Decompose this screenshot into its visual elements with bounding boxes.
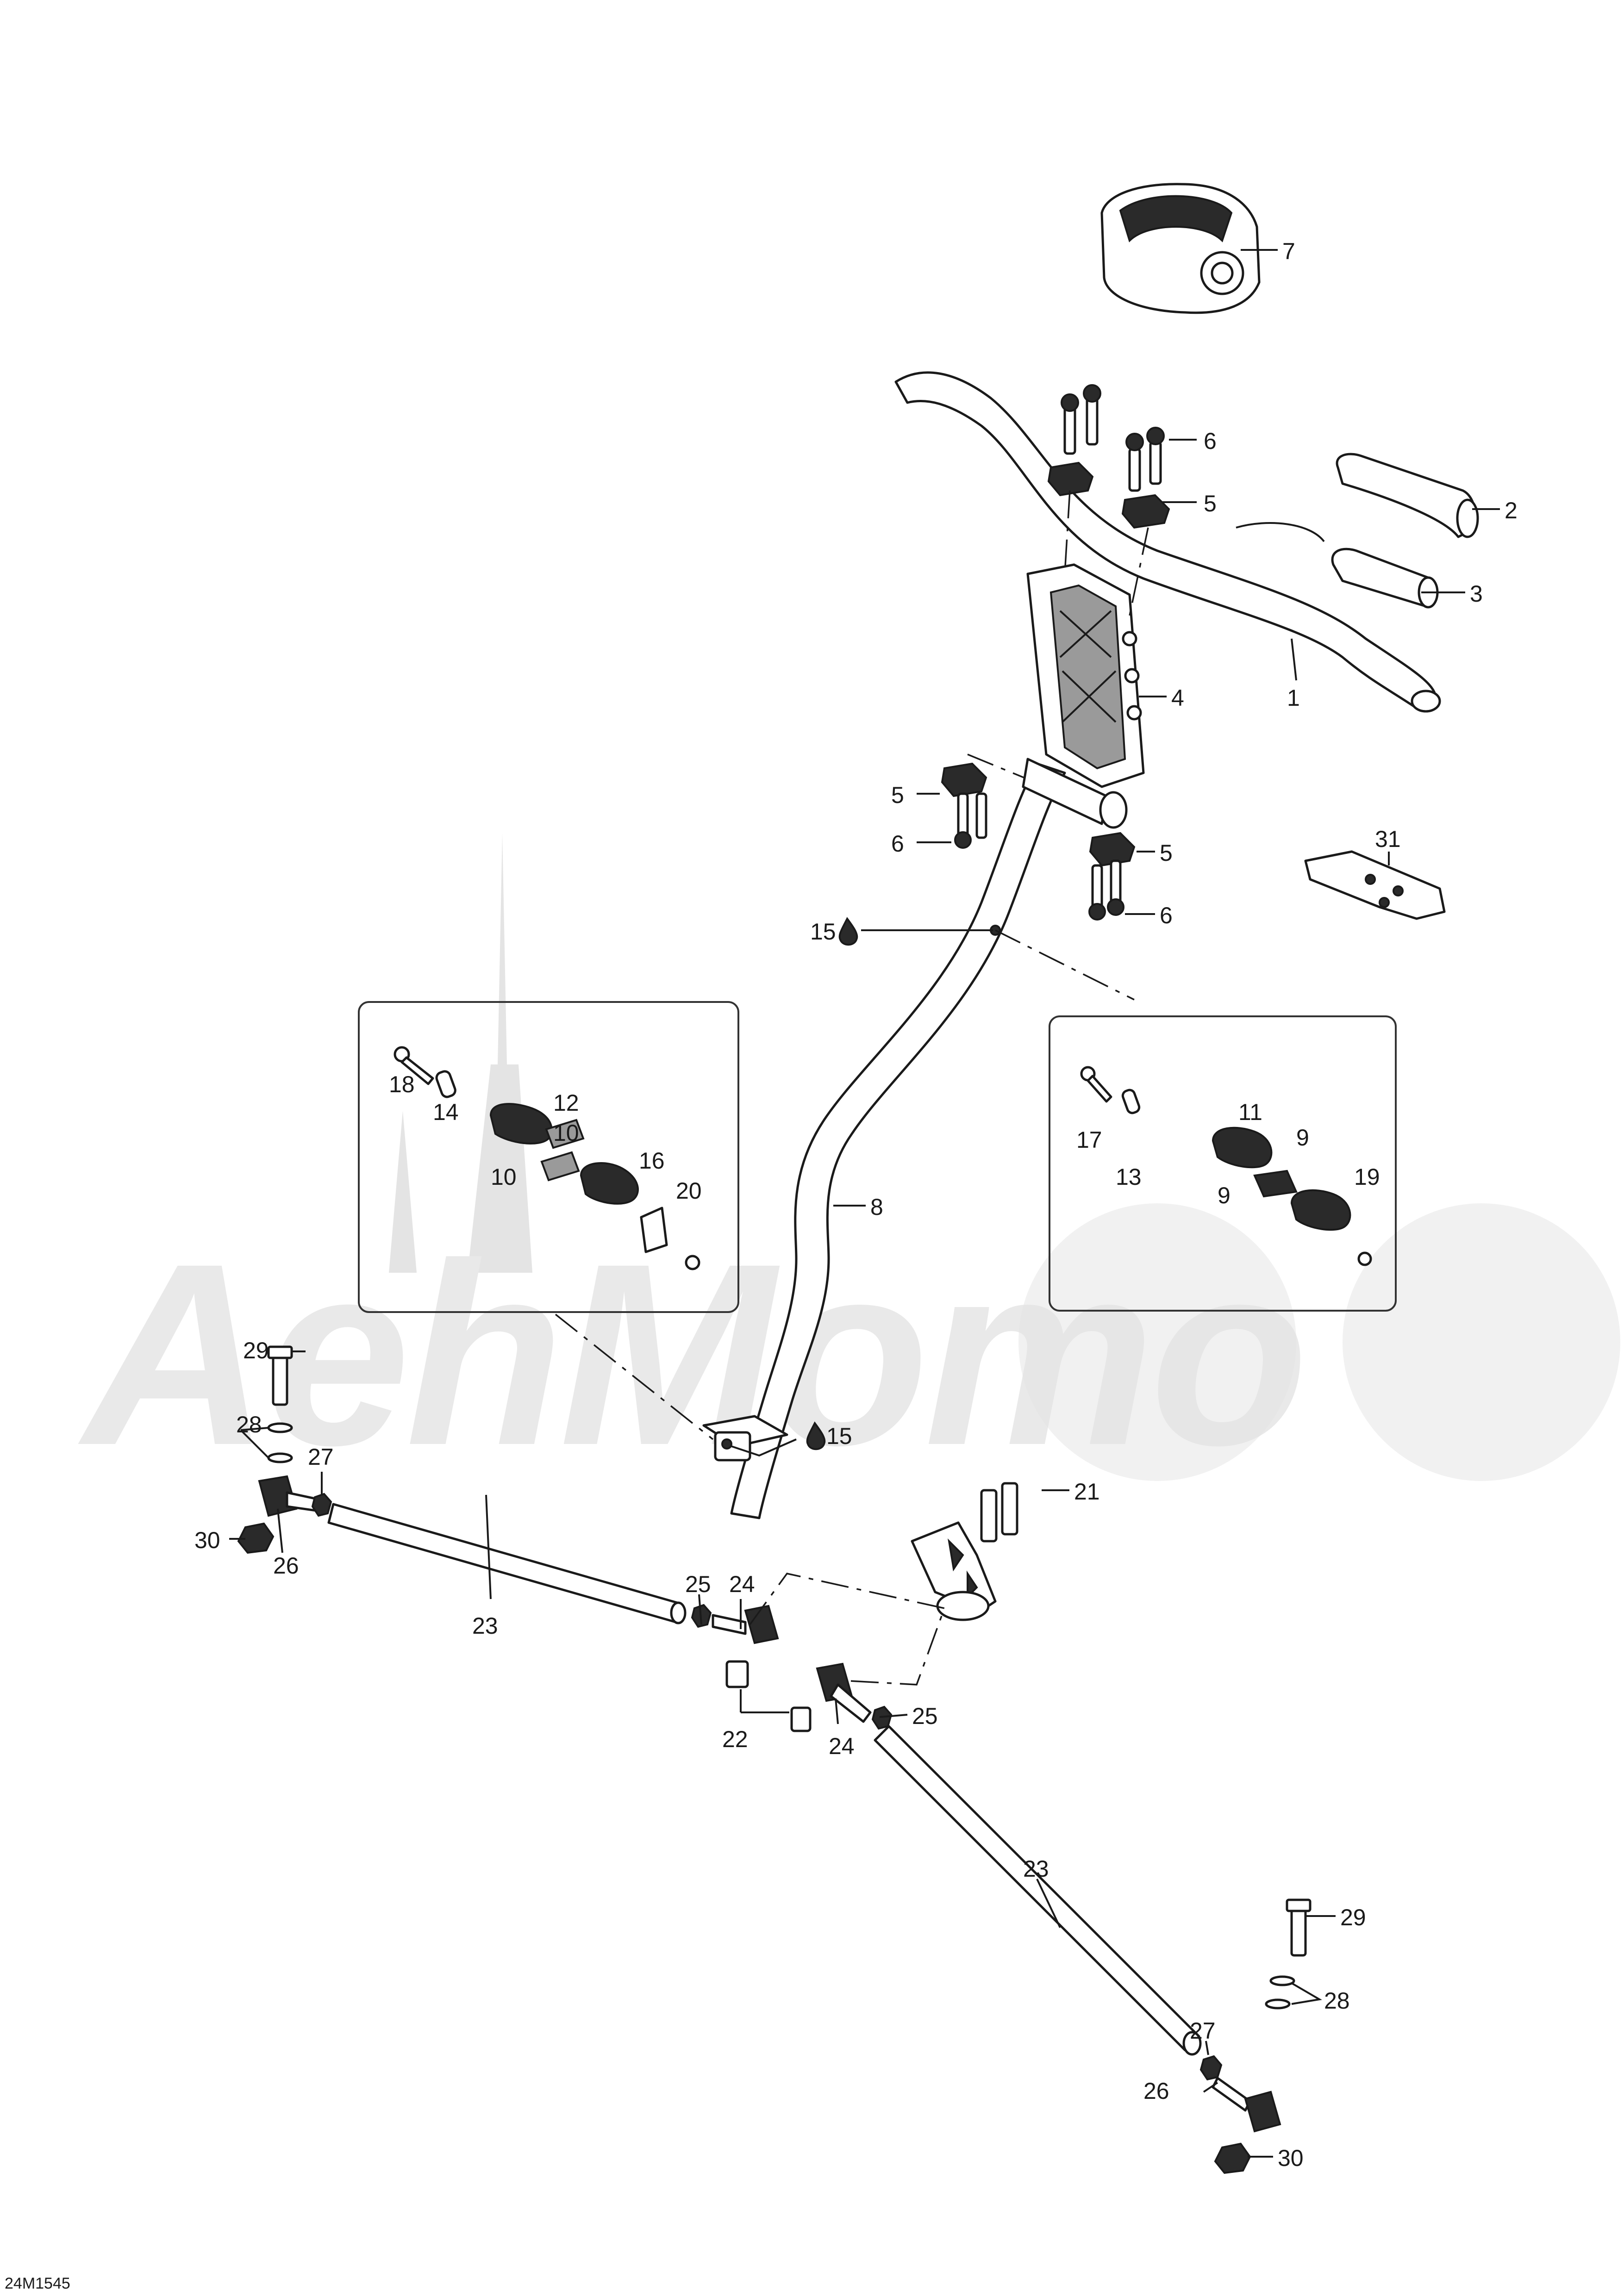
part-30-nut-right: [1214, 2142, 1251, 2174]
callout-6a: 6: [1204, 428, 1217, 454]
steering-arm-bracket: [911, 1521, 997, 1621]
callout-26b: 26: [1143, 2078, 1169, 2104]
part-3-grip: [1331, 548, 1439, 609]
leader-lines: [229, 249, 1500, 2158]
part-1-handlebar: [894, 371, 1441, 713]
callout-26a: 26: [273, 1553, 299, 1579]
callout-2: 2: [1505, 498, 1518, 523]
part-5-clamp-top-right: [1121, 494, 1170, 529]
part-31-plate: [1304, 850, 1446, 920]
callout-7: 7: [1282, 238, 1295, 264]
callout-5c: 5: [1160, 840, 1173, 866]
callout-27b: 27: [1190, 2018, 1216, 2044]
callout-27a: 27: [308, 1444, 334, 1470]
part-23-tie-rod-left: [327, 1503, 687, 1624]
callout-3: 3: [1470, 581, 1483, 607]
alignment-line-top-right: [1129, 527, 1149, 616]
callout-6c: 6: [1160, 902, 1173, 928]
throttle-cable: [1236, 522, 1325, 542]
callout-23a: 23: [472, 1613, 498, 1639]
detail-left-parts: [394, 1046, 700, 1270]
alignment-line-bracket: [749, 1573, 946, 1686]
callout-20: 20: [676, 1178, 702, 1204]
callout-8: 8: [870, 1194, 883, 1220]
part-6-bolts-top: [1061, 384, 1165, 492]
alignment-line-top-left: [1064, 490, 1071, 574]
callout-25b: 25: [912, 1703, 938, 1729]
callout-21: 21: [1074, 1479, 1100, 1505]
part-24-tie-rod-end-center-right: [816, 1662, 872, 1723]
callout-18: 18: [389, 1071, 415, 1097]
callout-15b: 15: [826, 1423, 852, 1449]
part-30-nut-left: [237, 1522, 275, 1554]
callout-29a: 29: [243, 1338, 269, 1363]
callout-31: 31: [1375, 826, 1401, 852]
callout-30b: 30: [1278, 2145, 1304, 2171]
part-26-tie-rod-end-right: [1212, 2077, 1281, 2133]
callout-24b: 24: [829, 1733, 855, 1759]
detail-box-right: [1049, 1015, 1397, 1312]
part-27-nut-right: [1199, 2055, 1223, 2081]
callout-28a: 28: [236, 1412, 262, 1437]
callout-12: 12: [553, 1090, 579, 1116]
callout-11: 11: [1238, 1099, 1262, 1125]
callout-17: 17: [1076, 1127, 1102, 1153]
fluid-drop-icon: [806, 1421, 826, 1450]
callout-10a: 10: [553, 1120, 579, 1146]
callout-22: 22: [722, 1726, 748, 1752]
callout-19: 19: [1354, 1164, 1380, 1190]
part-23-tie-rod-right: [874, 1725, 1202, 2056]
callouts: 7 6 5 2 3 4 1 5 6 5 6 31 15 8 15 18 14 1…: [5, 238, 1518, 2292]
callout-15a: 15: [810, 919, 836, 945]
callout-14: 14: [433, 1099, 459, 1125]
callout-13: 13: [1116, 1164, 1142, 1190]
callout-5a: 5: [1204, 491, 1217, 516]
callout-24a: 24: [729, 1571, 755, 1597]
part-24-tie-rod-end-center-left: [712, 1605, 779, 1644]
fluid-drop-icon: [838, 917, 858, 946]
part-22-spacers: [725, 1660, 812, 1732]
callout-5b: 5: [891, 782, 904, 808]
detail-box-left: [358, 1001, 739, 1313]
part-29-bolt-left: [267, 1345, 293, 1406]
part-21-bolts: [980, 1482, 1018, 1543]
callout-23b: 23: [1023, 1856, 1049, 1882]
part-5-clamp-lower-left: [941, 762, 987, 797]
alignment-line-column-right: [995, 929, 1135, 1001]
callout-28b: 28: [1324, 1988, 1350, 2014]
callout-16: 16: [639, 1148, 665, 1174]
part-4-riser: [1026, 563, 1145, 788]
callout-9b: 9: [1218, 1182, 1230, 1208]
callout-25a: 25: [685, 1571, 711, 1597]
part-2-grip: [1336, 453, 1479, 538]
part-7-handlebar-pad: [1100, 183, 1261, 314]
callout-9a: 9: [1296, 1125, 1309, 1151]
part-5-clamp-top-left: [1047, 461, 1094, 497]
part-8-steering-column: [702, 758, 1128, 1519]
part-27-nut-left: [311, 1493, 332, 1517]
part-29-bolt-right: [1286, 1898, 1312, 1957]
callout-4: 4: [1171, 685, 1184, 711]
part-5-clamp-lower-right: [1089, 832, 1136, 867]
callout-10b: 10: [491, 1164, 517, 1190]
drawing-reference: 24M1545: [5, 2275, 70, 2292]
callout-6b: 6: [891, 831, 904, 857]
callout-30a: 30: [194, 1527, 220, 1553]
callout-1: 1: [1287, 685, 1300, 711]
alignment-line-column-left: [555, 1313, 714, 1440]
part-6-bolts-lower: [954, 792, 1124, 921]
callout-29b: 29: [1340, 1904, 1366, 1930]
part-28-washers-right: [1265, 1975, 1295, 2010]
detail-right-parts: [1080, 1066, 1372, 1266]
